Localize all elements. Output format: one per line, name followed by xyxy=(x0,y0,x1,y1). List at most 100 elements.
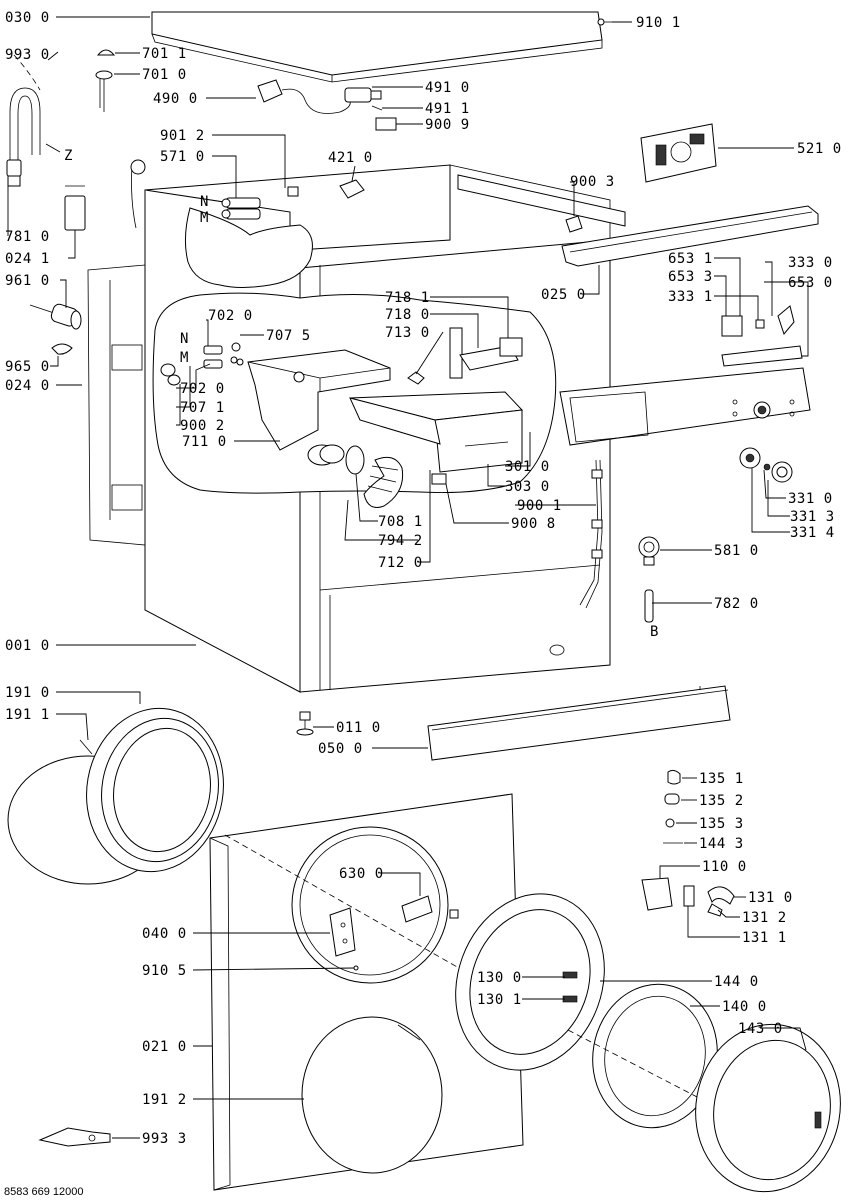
label-707-1: 707 1 xyxy=(180,400,225,416)
label-144-0: 144 0 xyxy=(714,974,759,990)
hinge-bracket-part xyxy=(329,907,359,971)
label-144-3: 144 3 xyxy=(699,836,744,852)
back-panel-part xyxy=(87,264,146,546)
label-708-1: 708 1 xyxy=(378,514,423,530)
label-025-0: 025 0 xyxy=(541,287,586,303)
label-050-0: 050 0 xyxy=(318,741,363,757)
dispenser-hose-part xyxy=(345,445,404,508)
label-900-3: 900 3 xyxy=(570,174,615,190)
label-581-0: 581 0 xyxy=(714,543,759,559)
cap-part xyxy=(96,49,116,56)
mark-b: B xyxy=(650,624,659,640)
label-718-0: 718 0 xyxy=(385,307,430,323)
inlet-valve-part xyxy=(221,197,261,220)
door-gasket-part xyxy=(7,707,224,885)
label-993-0: 993 0 xyxy=(5,47,50,63)
inlet-hose-part xyxy=(6,54,41,187)
part-number-labels: 030 0 910 1 993 0 701 1 701 0 490 0 491 … xyxy=(5,10,841,1147)
label-653-1: 653 1 xyxy=(668,251,713,267)
label-900-2: 900 2 xyxy=(180,418,225,434)
label-030-0: 030 0 xyxy=(5,10,50,26)
label-965-0: 965 0 xyxy=(5,359,50,375)
label-993-3: 993 3 xyxy=(142,1131,187,1147)
label-711-0: 711 0 xyxy=(182,434,227,450)
label-718-1: 718 1 xyxy=(385,290,430,306)
label-491-1: 491 1 xyxy=(425,101,470,117)
clamp-ring-part xyxy=(160,363,181,386)
label-333-1: 333 1 xyxy=(668,289,713,305)
footer-code: 8583 669 12000 xyxy=(4,1186,84,1198)
mark-z: Z xyxy=(64,148,73,164)
label-135-2: 135 2 xyxy=(699,793,744,809)
electronic-module-part xyxy=(640,123,717,183)
label-130-1: 130 1 xyxy=(477,992,522,1008)
label-131-2: 131 2 xyxy=(742,910,787,926)
wiring-harness-part xyxy=(579,459,603,609)
label-571-0: 571 0 xyxy=(160,149,205,165)
label-021-0: 021 0 xyxy=(142,1039,187,1055)
label-901-2: 901 2 xyxy=(160,128,205,144)
label-024-1: 024 1 xyxy=(5,251,50,267)
label-707-5: 707 5 xyxy=(266,328,311,344)
pump-part xyxy=(29,303,82,330)
mark-n-upper: N xyxy=(200,194,209,210)
door-lock-part xyxy=(401,895,459,923)
outer-door-part xyxy=(695,1023,841,1193)
control-rail-part xyxy=(561,205,819,267)
label-191-2: 191 2 xyxy=(142,1092,187,1108)
hinge-clip-part xyxy=(721,305,795,337)
button-strip-part xyxy=(721,345,803,367)
seal-ring-part xyxy=(51,343,73,355)
label-331-0: 331 0 xyxy=(788,491,833,507)
label-702-0-lower: 702 0 xyxy=(180,381,225,397)
filter-part xyxy=(344,87,397,131)
control-panel-part xyxy=(559,367,811,446)
label-900-8: 900 8 xyxy=(511,516,556,532)
label-781-0: 781 0 xyxy=(5,229,50,245)
interference-filter-part xyxy=(339,179,365,199)
sensor-part xyxy=(431,473,447,485)
label-024-0: 024 0 xyxy=(5,378,50,394)
siphon-part xyxy=(449,327,523,379)
label-630-0: 630 0 xyxy=(339,866,384,882)
letter-marks: Z N M N M B xyxy=(64,148,659,640)
label-011-0: 011 0 xyxy=(336,720,381,736)
label-961-0: 961 0 xyxy=(5,273,50,289)
label-702-0: 702 0 xyxy=(208,308,253,324)
door-frame-part xyxy=(455,893,605,1071)
mark-m-upper: M xyxy=(200,210,209,226)
label-701-0: 701 0 xyxy=(142,67,187,83)
label-491-0: 491 0 xyxy=(425,80,470,96)
label-333-0: 333 0 xyxy=(788,255,833,271)
dispenser-housing-part xyxy=(247,349,391,466)
label-490-0: 490 0 xyxy=(153,91,198,107)
label-421-0: 421 0 xyxy=(328,150,373,166)
label-040-0: 040 0 xyxy=(142,926,187,942)
label-130-0: 130 0 xyxy=(477,970,522,986)
front-panel-part xyxy=(209,793,569,1191)
label-712-0: 712 0 xyxy=(378,555,423,571)
label-910-5: 910 5 xyxy=(142,963,187,979)
top-cover-part xyxy=(151,11,603,83)
label-910-1: 910 1 xyxy=(636,15,681,31)
label-191-0: 191 0 xyxy=(5,685,50,701)
label-143-0: 143 0 xyxy=(738,1021,783,1037)
label-331-4: 331 4 xyxy=(790,525,835,541)
grommet-part xyxy=(95,70,113,112)
label-303-0: 303 0 xyxy=(505,479,550,495)
label-794-2: 794 2 xyxy=(378,533,423,549)
label-110-0: 110 0 xyxy=(702,859,747,875)
label-001-0: 001 0 xyxy=(5,638,50,654)
clip-part xyxy=(287,186,299,197)
label-135-1: 135 1 xyxy=(699,771,744,787)
clip-small-part xyxy=(407,371,425,385)
label-140-0: 140 0 xyxy=(722,999,767,1015)
label-782-0: 782 0 xyxy=(714,596,759,612)
screw-part xyxy=(597,18,614,26)
door-switch-part xyxy=(565,215,583,233)
label-653-3: 653 3 xyxy=(668,269,713,285)
programme-knob-part xyxy=(739,447,793,483)
handle-parts xyxy=(641,769,735,917)
label-301-0: 301 0 xyxy=(505,459,550,475)
